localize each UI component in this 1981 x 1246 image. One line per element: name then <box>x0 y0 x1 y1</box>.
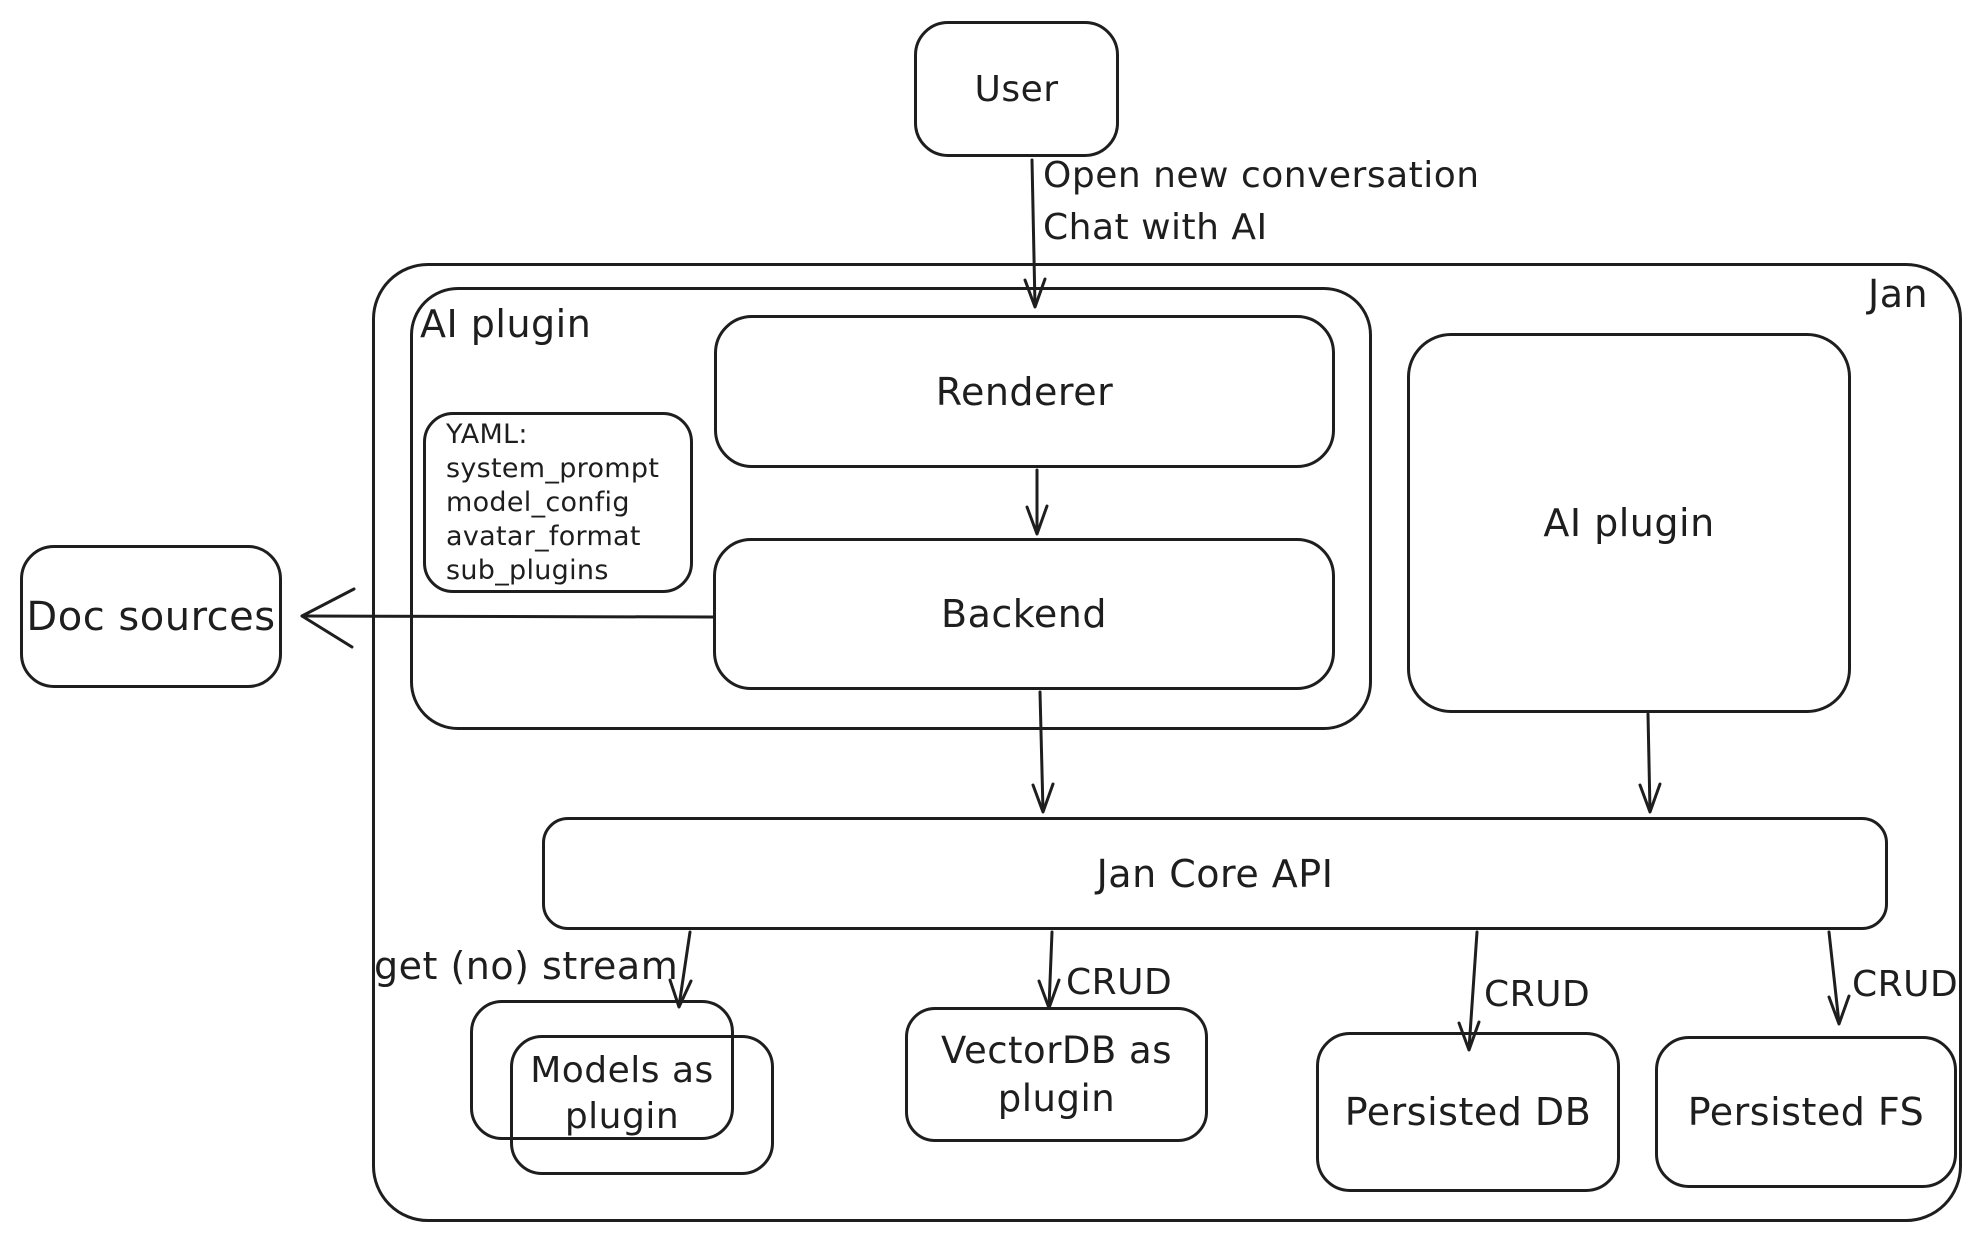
renderer-node: Renderer <box>714 315 1335 468</box>
persisted-db-label: Persisted DB <box>1344 1090 1592 1134</box>
renderer-label: Renderer <box>935 369 1114 414</box>
doc-sources-node: Doc sources <box>20 545 282 688</box>
ai-plugin-left-box <box>410 287 1372 730</box>
edge-label-line1: Open new conversation <box>1043 155 1480 196</box>
jan-container-box <box>372 263 1962 1222</box>
backend-node: Backend <box>713 538 1335 690</box>
yaml-note-content: YAML: system_prompt model_config avatar_… <box>426 414 690 592</box>
persisted-fs-node: Persisted FS <box>1655 1036 1957 1188</box>
doc-sources-label: Doc sources <box>26 593 276 640</box>
edge-label-get-no-stream: get (no) stream <box>374 944 679 988</box>
edge-label-crud-persisted-db: CRUD <box>1484 974 1591 1015</box>
persisted-db-node: Persisted DB <box>1316 1032 1620 1192</box>
jan-core-api-node: Jan Core API <box>542 817 1888 930</box>
ai-plugin-right-node: AI plugin <box>1407 333 1851 713</box>
jan-container-label: Jan <box>1868 272 1929 316</box>
yaml-line: sub_plugins <box>446 554 609 586</box>
yaml-line: model_config <box>446 486 630 518</box>
user-label: User <box>974 68 1059 110</box>
persisted-fs-label: Persisted FS <box>1687 1090 1925 1134</box>
yaml-line: YAML: <box>446 418 528 450</box>
edge-label-line2: Chat with AI <box>1043 207 1268 249</box>
vectordb-plugin-label: VectorDB as plugin <box>941 1029 1172 1120</box>
jan-core-api-label: Jan Core API <box>1096 851 1334 896</box>
edge-label-user-to-renderer: Open new conversation Chat with AI <box>1043 150 1480 254</box>
ai-plugin-right-label: AI plugin <box>1543 501 1715 545</box>
edge-label-crud-vectordb: CRUD <box>1066 962 1173 1003</box>
edge-label-crud-persisted-fs: CRUD <box>1852 964 1959 1005</box>
yaml-line: avatar_format <box>446 520 641 552</box>
models-plugin-box-back <box>470 1000 734 1140</box>
yaml-line: system_prompt <box>446 452 660 484</box>
vectordb-plugin-node: VectorDB as plugin <box>905 1007 1208 1142</box>
yaml-note-box: YAML: system_prompt model_config avatar_… <box>423 412 693 593</box>
backend-label: Backend <box>941 592 1107 636</box>
ai-plugin-left-label: AI plugin <box>420 302 592 346</box>
models-plugin-box-front <box>510 1035 774 1175</box>
user-node: User <box>914 21 1119 157</box>
models-plugin-label: Models as plugin <box>530 1050 714 1138</box>
